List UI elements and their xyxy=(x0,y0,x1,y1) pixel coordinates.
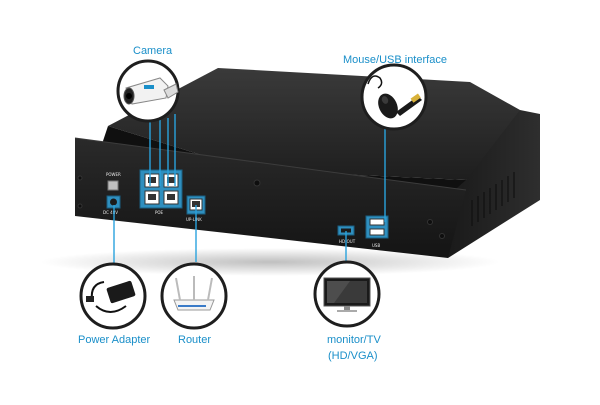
monitor-bubble xyxy=(313,260,381,328)
poe-port-label: POE xyxy=(155,210,164,215)
hdmi-port-label: HD-OUT xyxy=(339,239,356,244)
power-adapter-icon xyxy=(86,280,136,313)
router-bubble xyxy=(160,262,228,330)
dc-port-label: DC 48V xyxy=(103,210,118,215)
power-adapter-callout: Power Adapter xyxy=(78,334,151,346)
bullet-camera-icon xyxy=(123,77,179,105)
dc-port-hole xyxy=(110,198,117,206)
usb-port-label: USB xyxy=(372,243,380,248)
back-panel-edge xyxy=(74,137,467,191)
mouse-usb-icon xyxy=(367,75,422,119)
screw xyxy=(77,175,83,181)
mouse-usb-callout: Mouse/USB interface xyxy=(343,54,447,66)
usb-ports xyxy=(365,215,389,239)
camera-bubble xyxy=(116,59,180,123)
uplink-port-label: UP-LINK xyxy=(186,217,202,222)
side-vents xyxy=(471,172,515,226)
device-shadow xyxy=(40,248,500,276)
power-port-label: POWER xyxy=(106,172,121,177)
power-switch xyxy=(107,180,119,191)
router-callout: Router xyxy=(178,334,212,346)
power-adapter-bubble xyxy=(79,262,147,330)
connector-lines xyxy=(113,114,386,270)
screw xyxy=(427,219,433,225)
screw xyxy=(439,233,445,239)
screw xyxy=(253,179,261,187)
router-icon xyxy=(173,276,215,311)
monitor-callout-line2: (HD/VGA) xyxy=(328,350,378,362)
monitor-icon xyxy=(323,277,371,312)
camera-callout: Camera xyxy=(133,45,173,57)
device-side xyxy=(448,110,540,258)
monitor-callout-line1: monitor/TV xyxy=(327,334,381,346)
mouse-usb-bubble xyxy=(360,63,428,131)
screw xyxy=(77,203,83,209)
